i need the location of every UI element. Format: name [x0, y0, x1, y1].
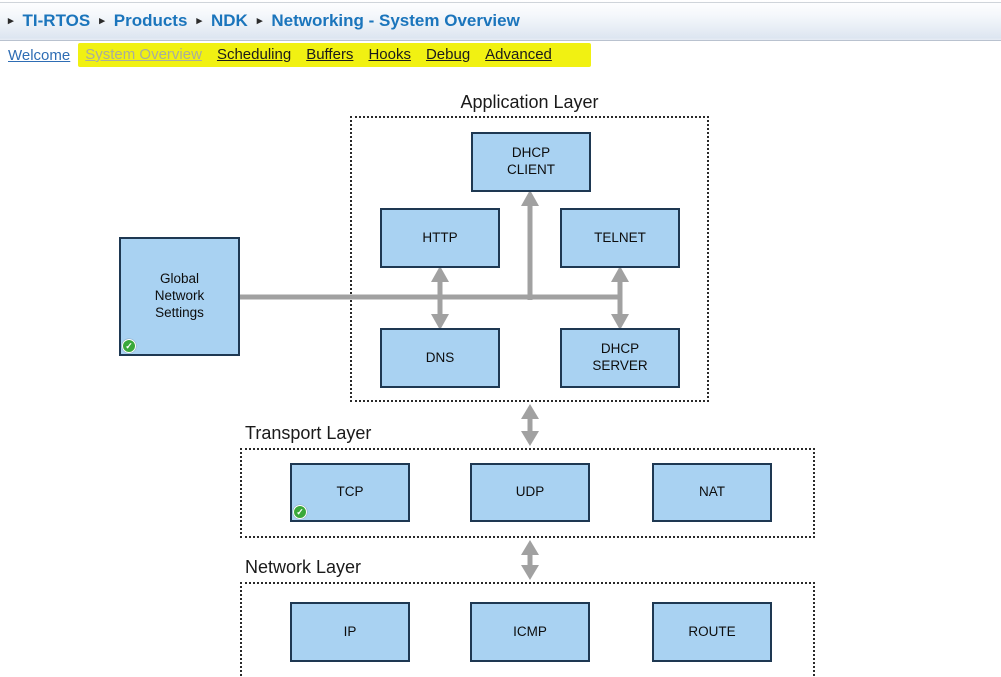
- node-label: UDP: [515, 484, 545, 500]
- node-label: HTTP: [422, 229, 458, 245]
- breadcrumb-item-products[interactable]: Products: [113, 10, 188, 30]
- configured-check-icon: ✓: [122, 339, 136, 353]
- node-label: Global Network Settings: [154, 271, 205, 320]
- transport-layer-box: [240, 448, 815, 538]
- node-dns[interactable]: DNS: [380, 328, 500, 388]
- nav-link-scheduling[interactable]: Scheduling: [216, 46, 292, 63]
- node-nat[interactable]: NAT: [652, 463, 772, 522]
- node-label: DHCP CLIENT: [506, 145, 555, 177]
- nav-link-debug[interactable]: Debug: [425, 46, 471, 63]
- network-layer-box: [240, 582, 815, 677]
- node-label: TCP: [336, 484, 364, 500]
- application-layer-label: Application Layer: [460, 92, 599, 112]
- breadcrumb-item-ndk[interactable]: NDK: [210, 10, 248, 30]
- application-layer-box: [350, 116, 709, 402]
- node-ip[interactable]: IP: [290, 602, 410, 662]
- node-label: ROUTE: [688, 623, 736, 639]
- nav-link-welcome[interactable]: Welcome: [8, 46, 71, 64]
- configured-check-icon: ✓: [293, 505, 307, 519]
- arrow-transport-network-head-down: [521, 565, 539, 580]
- node-label: TELNET: [594, 229, 646, 245]
- transport-layer-label: Transport Layer: [245, 423, 372, 443]
- nav-highlight-group: System Overview Scheduling Buffers Hooks…: [78, 43, 591, 67]
- nav-link-advanced[interactable]: Advanced: [485, 46, 552, 63]
- arrow-transport-network-head-up: [521, 540, 539, 555]
- node-label: IP: [343, 623, 357, 639]
- node-label: DNS: [425, 349, 455, 365]
- arrow-app-transport-head-up: [521, 404, 539, 419]
- breadcrumb-arrow-icon: ▸: [99, 14, 105, 27]
- node-route[interactable]: ROUTE: [652, 602, 772, 662]
- node-dhcp-client[interactable]: DHCP CLIENT: [471, 132, 591, 192]
- nav-link-buffers[interactable]: Buffers: [306, 46, 354, 63]
- node-label: ICMP: [513, 623, 547, 639]
- nav-link-hooks[interactable]: Hooks: [368, 46, 411, 63]
- node-http[interactable]: HTTP: [380, 208, 500, 268]
- arrow-app-transport-head-down: [521, 431, 539, 446]
- breadcrumb-arrow-icon: ▸: [256, 14, 263, 27]
- network-layer-label: Network Layer: [245, 557, 362, 577]
- breadcrumb: ▸ TI-RTOS ▸ Products ▸ NDK ▸ Networking …: [8, 0, 520, 41]
- nav-link-system-overview: System Overview: [85, 46, 202, 63]
- breadcrumb-item-networking-system-overview: Networking - System Overview: [271, 10, 520, 30]
- breadcrumb-arrow-icon: ▸: [8, 14, 14, 27]
- node-telnet[interactable]: TELNET: [560, 208, 680, 268]
- breadcrumb-item-ti-rtos[interactable]: TI-RTOS: [22, 10, 91, 30]
- node-icmp[interactable]: ICMP: [470, 602, 590, 662]
- node-label: NAT: [699, 484, 725, 500]
- node-global-network-settings[interactable]: Global Network Settings ✓: [119, 237, 240, 356]
- node-tcp[interactable]: TCP ✓: [290, 463, 410, 522]
- node-dhcp-server[interactable]: DHCP SERVER: [560, 328, 680, 388]
- node-label: DHCP SERVER: [592, 341, 648, 373]
- page-nav: Welcome System Overview Scheduling Buffe…: [8, 43, 591, 67]
- node-udp[interactable]: UDP: [470, 463, 590, 522]
- breadcrumb-header-bar: ▸ TI-RTOS ▸ Products ▸ NDK ▸ Networking …: [0, 0, 1001, 41]
- breadcrumb-arrow-icon: ▸: [196, 14, 202, 27]
